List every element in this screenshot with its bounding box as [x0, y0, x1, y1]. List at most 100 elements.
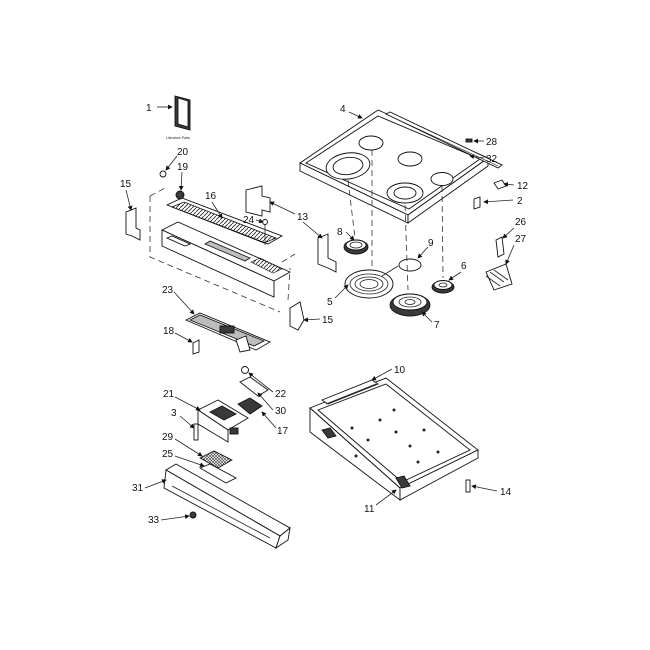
callout-8: 8 [337, 227, 355, 241]
callout-10: 10 [371, 365, 406, 381]
svg-text:26: 26 [515, 217, 527, 228]
callout-16: 16 [205, 191, 223, 219]
svg-text:18: 18 [163, 326, 175, 337]
svg-text:10: 10 [394, 365, 406, 376]
control-console [160, 197, 292, 298]
callout-15: 15 [120, 179, 133, 211]
svg-text:13: 13 [297, 212, 309, 223]
callout-22: 22 [248, 372, 287, 400]
svg-text:31: 31 [132, 483, 144, 494]
callout-5: 5 [327, 284, 349, 308]
svg-text:5: 5 [327, 297, 333, 308]
svg-text:14: 14 [500, 487, 512, 498]
svg-text:7: 7 [434, 320, 440, 331]
svg-text:9: 9 [428, 238, 434, 249]
switch-housing [197, 399, 249, 443]
screw [465, 479, 471, 493]
callout-23: 23 [162, 285, 195, 315]
callout-13: 13 [269, 201, 323, 239]
clip [192, 339, 200, 355]
clip [493, 179, 507, 190]
callout-28: 28 [473, 137, 498, 148]
callout-26: 26 [502, 217, 527, 239]
callout-15-lower: 15 [303, 315, 334, 326]
callout-12: 12 [503, 181, 529, 192]
mounting-bracket [125, 185, 337, 331]
callout-29: 29 [162, 432, 203, 457]
element-ring [398, 258, 422, 272]
front-trim [163, 463, 291, 550]
surface-element-small [343, 239, 369, 255]
cooktop-glass [299, 109, 489, 224]
svg-text:33: 33 [148, 515, 160, 526]
callout-32: 32 [469, 154, 498, 165]
callout-14: 14 [471, 484, 512, 498]
callout-31: 31 [132, 479, 167, 494]
spacer [175, 190, 185, 200]
svg-text:1: 1 [146, 103, 152, 114]
callout-30: 30 [257, 392, 287, 417]
booklet-caption: Literature Parts [166, 136, 190, 140]
svg-text:30: 30 [275, 406, 287, 417]
chassis-tray [309, 377, 479, 501]
literature-booklet: Literature Parts [166, 95, 191, 140]
svg-text:23: 23 [162, 285, 174, 296]
callout-4: 4 [340, 104, 363, 119]
svg-text:21: 21 [163, 389, 175, 400]
callout-11: 11 [364, 489, 397, 515]
callout-17: 17 [261, 411, 289, 437]
screw [193, 423, 199, 441]
svg-text:27: 27 [515, 234, 527, 245]
callout-1: 1 [146, 103, 173, 114]
svg-text:12: 12 [517, 181, 529, 192]
callout-9: 9 [417, 238, 434, 259]
surface-element-right [431, 280, 455, 294]
wire-terminal [485, 263, 513, 291]
callout-18: 18 [163, 326, 193, 343]
callout-3: 3 [171, 408, 195, 429]
surface-element [344, 265, 399, 299]
svg-text:8: 8 [337, 227, 343, 238]
control-board [184, 312, 272, 353]
bracket [198, 463, 237, 484]
callout-19: 19 [177, 162, 189, 191]
svg-text:4: 4 [340, 104, 346, 115]
screw [159, 170, 167, 178]
svg-text:17: 17 [277, 426, 289, 437]
svg-text:3: 3 [171, 408, 177, 419]
callout-7: 7 [421, 311, 440, 331]
callout-33: 33 [148, 514, 190, 526]
svg-text:19: 19 [177, 162, 189, 173]
svg-text:11: 11 [364, 504, 375, 515]
surface-element-large [389, 293, 431, 317]
svg-text:24: 24 [243, 215, 255, 226]
switch-cover [239, 376, 269, 397]
svg-text:25: 25 [162, 449, 174, 460]
svg-text:16: 16 [205, 191, 217, 202]
callout-21: 21 [163, 389, 201, 411]
svg-text:20: 20 [177, 147, 189, 158]
svg-text:29: 29 [162, 432, 174, 443]
svg-text:32: 32 [486, 154, 498, 165]
svg-text:22: 22 [275, 389, 287, 400]
callout-25: 25 [162, 449, 205, 467]
svg-text:15: 15 [120, 179, 132, 190]
svg-text:6: 6 [461, 261, 467, 272]
svg-text:15: 15 [322, 315, 334, 326]
svg-text:28: 28 [486, 137, 498, 148]
knob-cap [241, 366, 249, 374]
clip [473, 196, 481, 210]
screw [189, 511, 197, 519]
callout-2: 2 [483, 196, 523, 207]
switch [237, 397, 263, 415]
callout-27: 27 [505, 234, 527, 265]
callout-24: 24 [243, 215, 264, 226]
screw [495, 236, 505, 258]
callout-6: 6 [448, 261, 467, 281]
screw [465, 138, 473, 143]
callout-20: 20 [165, 147, 189, 171]
circuit-board [199, 450, 233, 469]
trim-strip [384, 111, 503, 169]
